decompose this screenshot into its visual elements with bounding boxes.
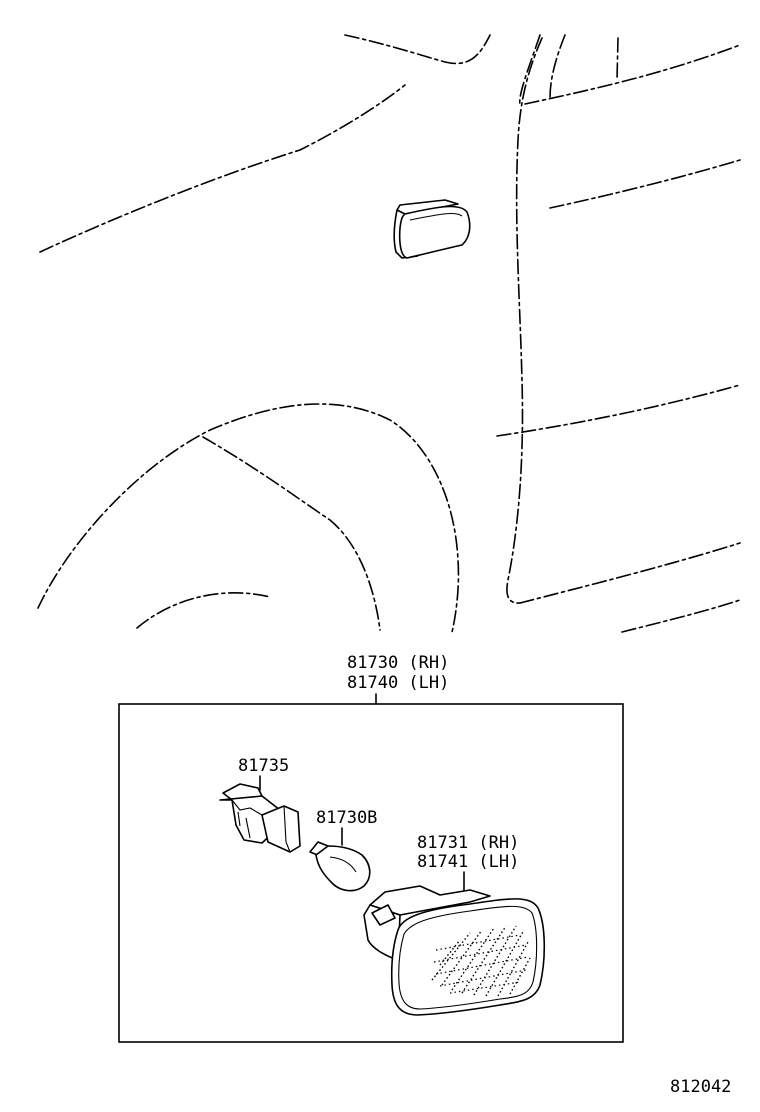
bulb-socket-icon: [219, 783, 301, 853]
lens-label-lh: 81741 (LH): [417, 852, 519, 872]
lens-label-rh: 81731 (RH): [417, 833, 519, 853]
figure-number: 812042: [670, 1077, 731, 1097]
assembly-label-lh: 81740 (LH): [347, 673, 449, 693]
assembly-label-rh: 81730 (RH): [347, 653, 449, 673]
car-front-fender-outline-icon: [37, 34, 741, 633]
parts-box: [118, 703, 624, 1043]
wedge-bulb-icon: [309, 841, 371, 892]
side-turn-signal-lamp-icon: [393, 199, 471, 259]
socket-label: 81735: [238, 756, 289, 776]
side-marker-lens-icon: [363, 885, 546, 1016]
bulb-label: 81730B: [316, 808, 377, 828]
